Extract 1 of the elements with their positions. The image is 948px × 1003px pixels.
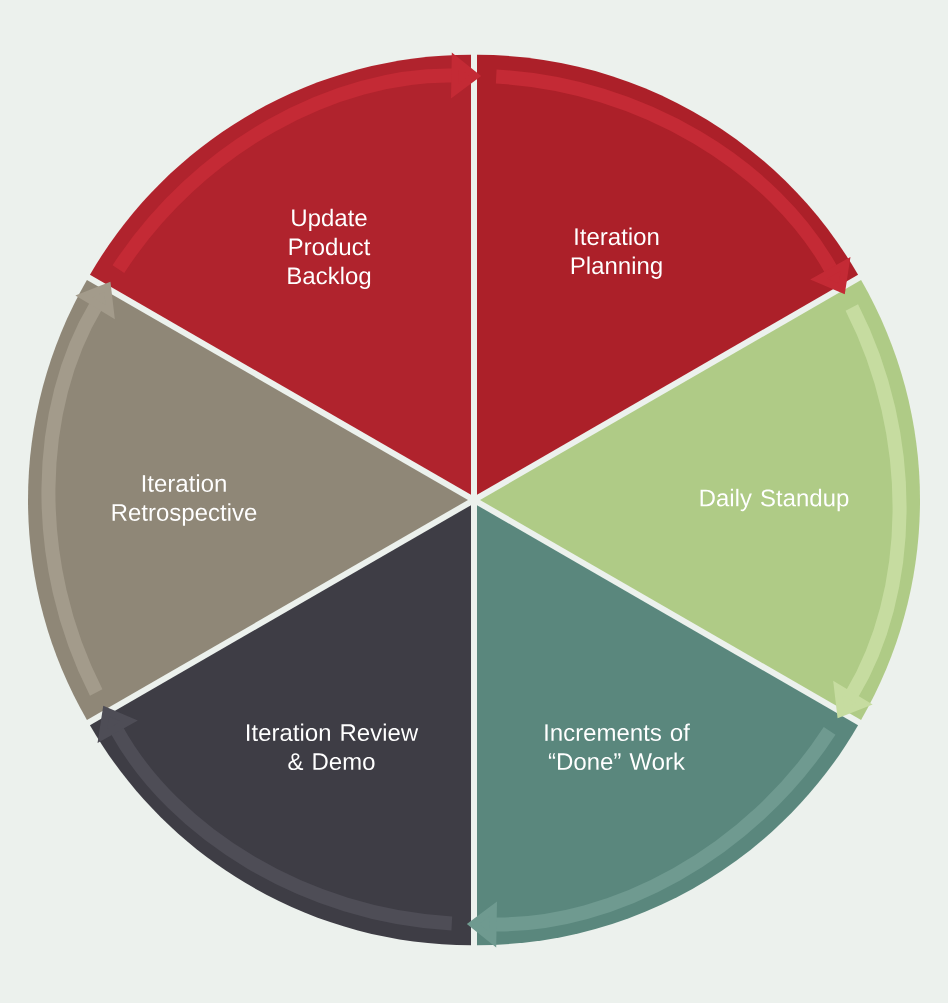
segment: Daily Standup [480, 280, 920, 720]
